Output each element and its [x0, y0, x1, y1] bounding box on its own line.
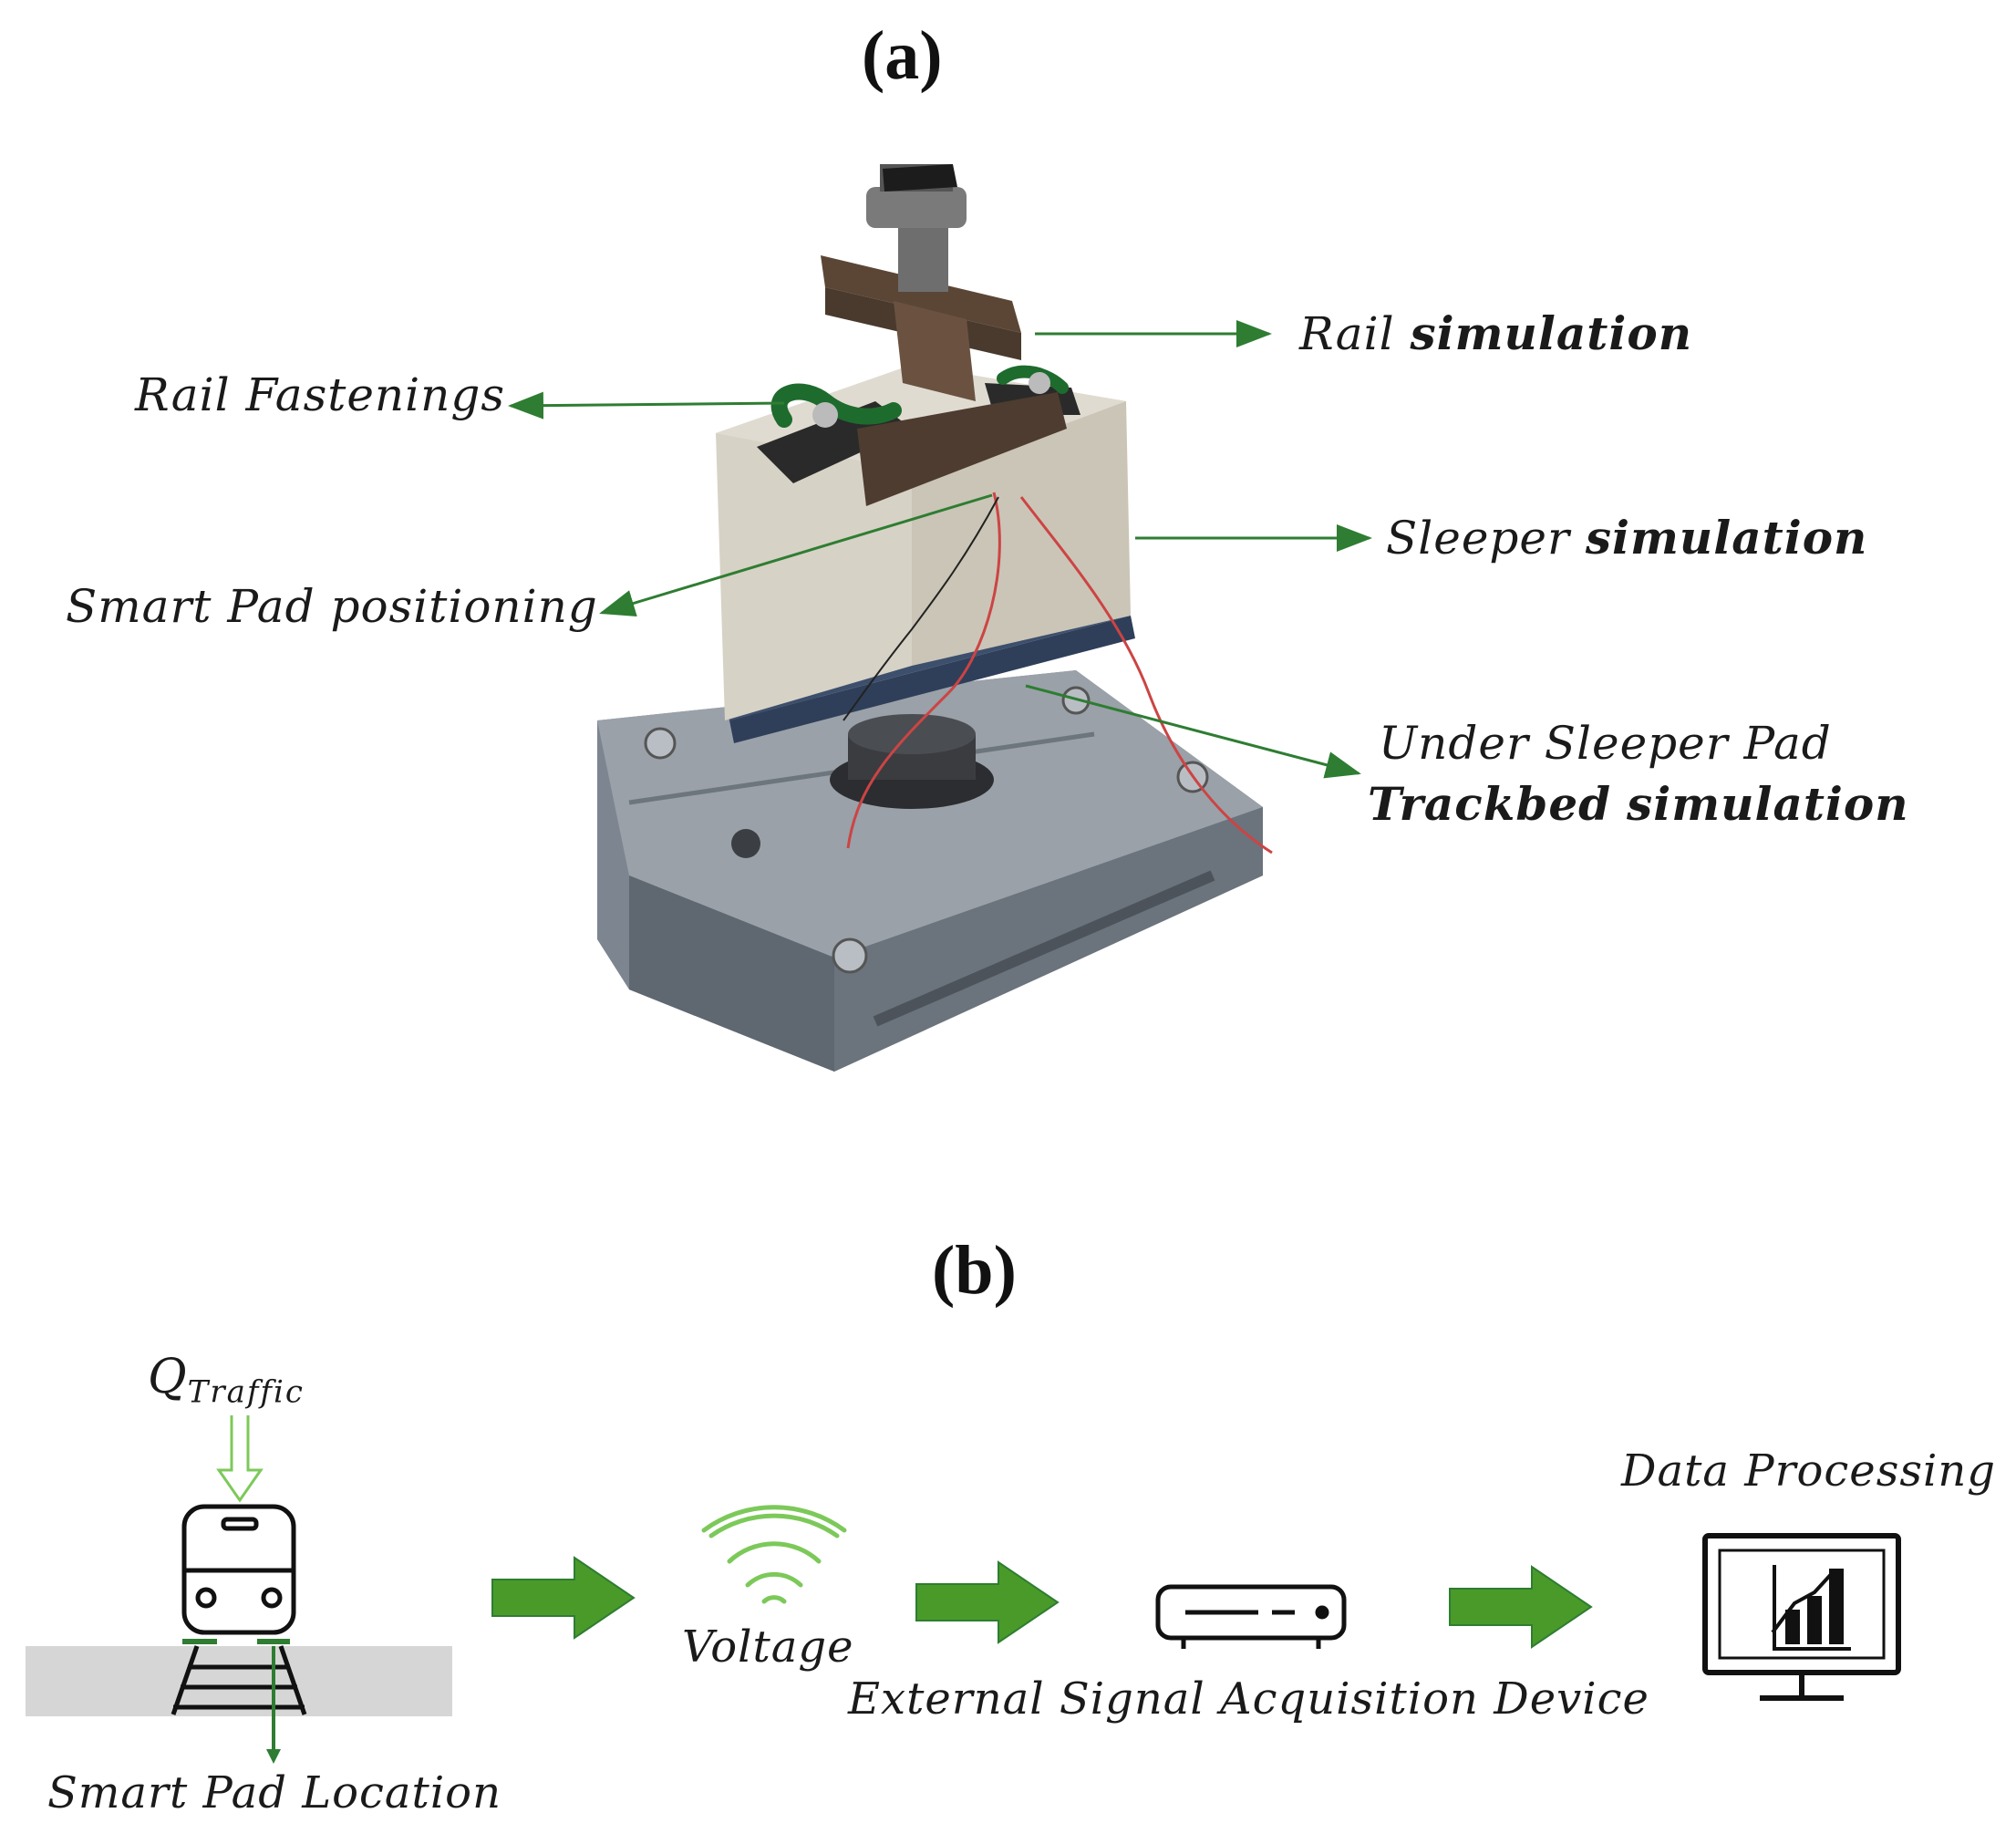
- load-arrow-icon: [216, 1415, 264, 1503]
- smart-pad-location-label: Smart Pad Location: [47, 1767, 501, 1818]
- arrow-under-sleeper-pad: [1025, 684, 1361, 779]
- panel-a-label: (a): [862, 17, 943, 94]
- q-traffic-label: QTraffic: [148, 1350, 305, 1411]
- external-device-label: External Signal Acquisition Device: [848, 1673, 1649, 1725]
- actuator-head: [866, 164, 967, 292]
- sensor-wires: [843, 492, 1273, 855]
- panel-b-label: (b): [932, 1232, 1017, 1309]
- callout-sleeper-simulation: Sleeper simulation: [1386, 511, 1868, 565]
- acquisition-device-icon: [1155, 1584, 1347, 1649]
- callout-trackbed-simulation: Trackbed simulation: [1368, 777, 1909, 831]
- monitor-chart-icon: [1702, 1533, 1901, 1701]
- train-icon: [181, 1504, 296, 1635]
- wifi-icon: [701, 1505, 847, 1604]
- flow-arrow-2: [915, 1560, 1060, 1644]
- rail-clips: [770, 365, 1069, 428]
- arrow-rail-fastenings: [508, 391, 785, 420]
- callout-rail-simulation: Rail simulation: [1299, 306, 1693, 360]
- voltage-label: Voltage: [682, 1621, 854, 1673]
- rail-section: [821, 255, 1067, 506]
- data-processing-label: Data Processing: [1621, 1445, 1996, 1497]
- load-cell: [830, 714, 994, 809]
- ground-strip: [26, 1646, 452, 1716]
- callout-under-sleeper-pad: Under Sleeper Pad: [1379, 717, 1832, 770]
- arrow-smart-pad-positioning: [599, 493, 993, 616]
- flow-arrow-1: [491, 1556, 636, 1640]
- callout-smart-pad-positioning: Smart Pad positioning: [66, 580, 598, 633]
- callout-rail-fastenings: Rail Fastenings: [135, 368, 505, 421]
- flow-arrow-3: [1449, 1565, 1593, 1649]
